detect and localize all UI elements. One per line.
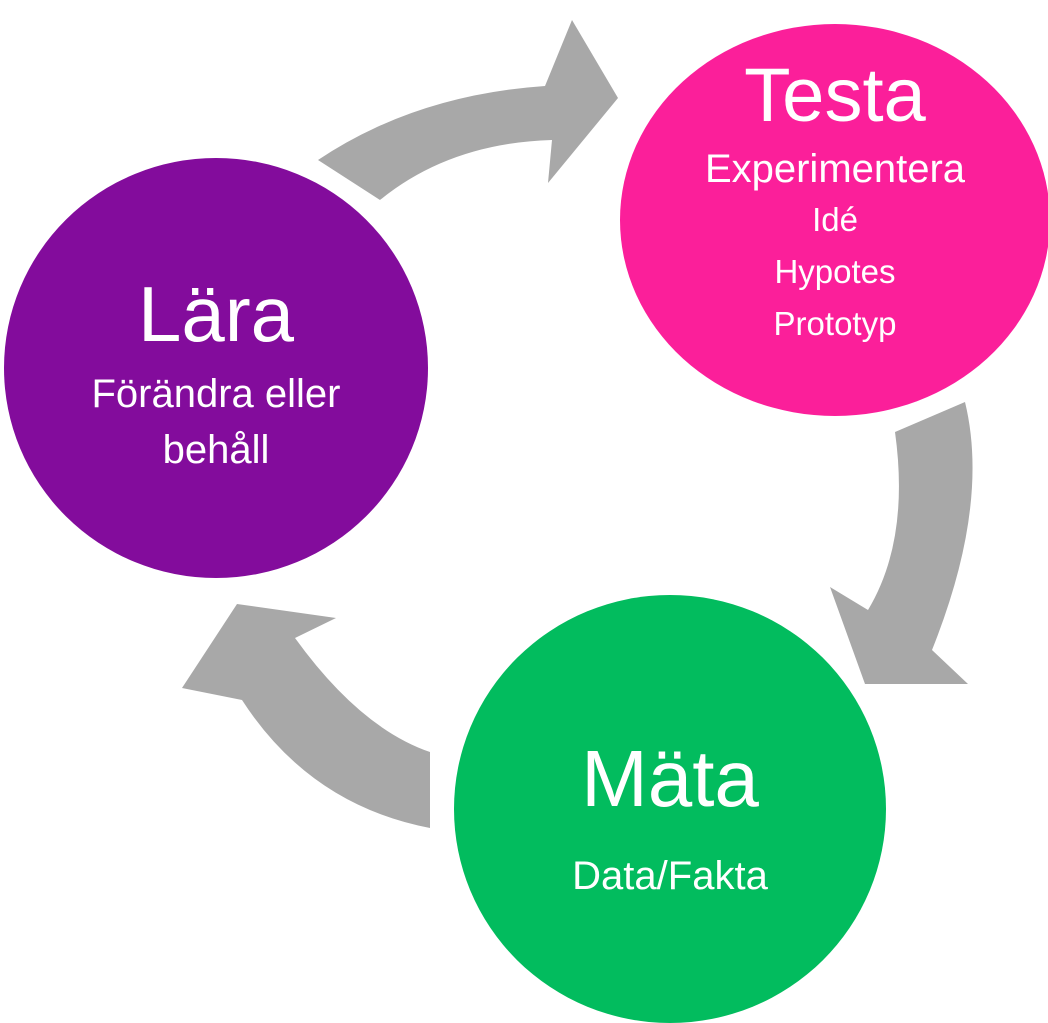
lara-title: Lära (137, 270, 295, 358)
testa-subtitle: Experimentera (704, 147, 966, 191)
node-testa: Testa Experimentera Idé Hypotes Prototyp (620, 24, 1048, 416)
node-lara: Lära Förändra eller behåll (4, 158, 428, 578)
lara-subtitle: Förändra eller behåll (91, 372, 341, 472)
mata-subtitle: Data/Fakta (572, 854, 768, 898)
arrow-testa-to-mata (830, 402, 973, 684)
arrow-lara-to-testa (318, 20, 618, 200)
testa-title: Testa (744, 53, 926, 138)
testa-item-ide: Idé (812, 201, 858, 238)
testa-item-prototyp: Prototyp (773, 305, 897, 342)
testa-item-hypotes: Hypotes (774, 253, 896, 290)
mata-title: Mäta (581, 734, 759, 823)
arrow-mata-to-lara (182, 604, 430, 828)
node-mata: Mäta Data/Fakta (454, 595, 886, 1023)
